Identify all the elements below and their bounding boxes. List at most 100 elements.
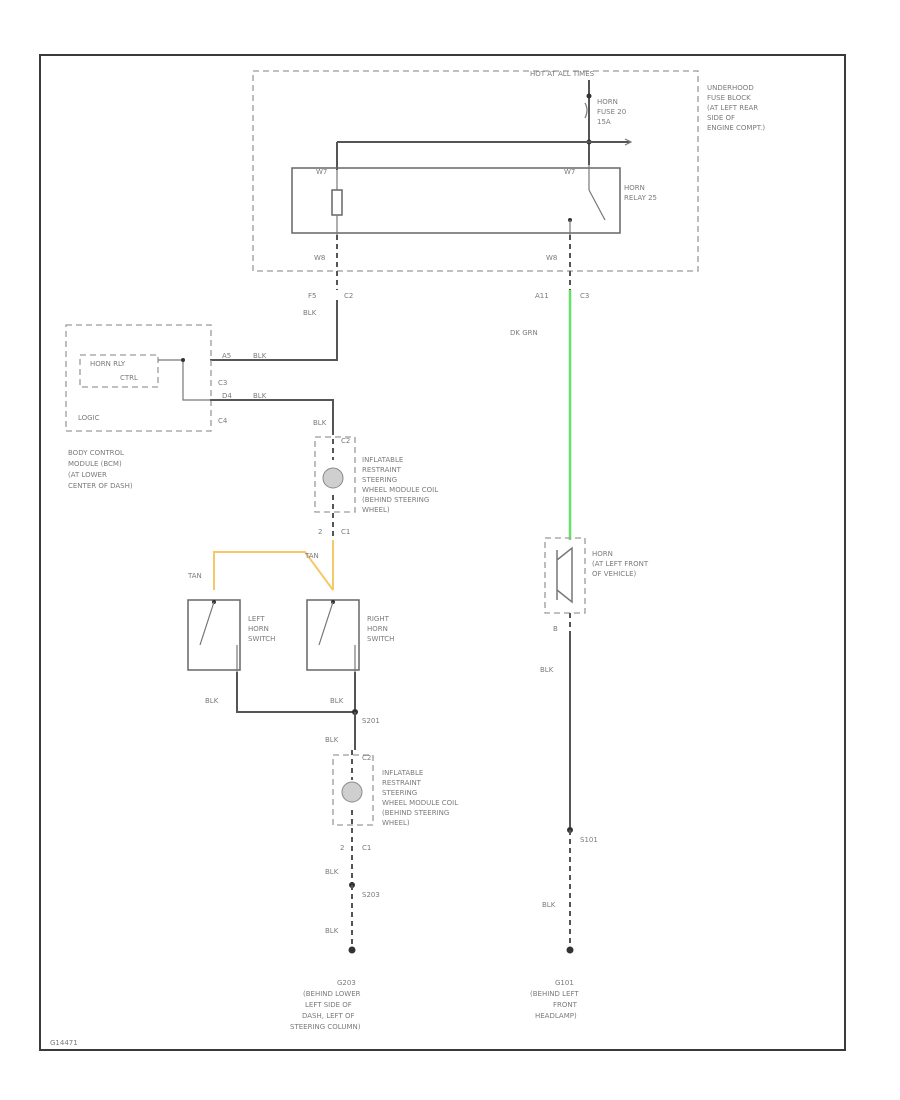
left-horn-switch-box — [187, 599, 241, 671]
coil-bottom-label-6: WHEEL) — [382, 819, 410, 827]
bcm-to-coil-wire — [210, 399, 334, 430]
coil-bottom-wire-in: BLK — [325, 736, 339, 744]
coil-top-label-4: WHEEL MODULE COIL — [362, 486, 438, 494]
tan-wire-left — [213, 551, 334, 591]
coil-bottom-label-4: WHEEL MODULE COIL — [382, 799, 458, 807]
bcm-ctrl-label-2: CTRL — [120, 374, 138, 382]
relay-label-2: RELAY 25 — [624, 194, 657, 202]
bcm-ctrl-label-1: HORN RLY — [90, 360, 126, 368]
relay-label-1: HORN — [624, 184, 645, 192]
coil-top-outline — [314, 436, 356, 513]
horn-pin: B — [553, 625, 558, 633]
relay-pin-left-top: W7 — [316, 168, 327, 176]
connector-left-wire: BLK — [303, 309, 317, 317]
horn-label-1: HORN — [592, 550, 613, 558]
coil-top-pin-out: 2 — [318, 528, 322, 536]
ground-g203-icon — [348, 946, 356, 954]
ground-right-label-1: (BEHIND LEFT — [530, 990, 579, 998]
bcm-outline — [65, 324, 212, 432]
coil-bottom-wire-out: BLK — [325, 868, 339, 876]
hot-at-all-times-label: HOT AT ALL TIMES — [530, 70, 595, 78]
bcm-label-4: CENTER OF DASH) — [68, 482, 133, 490]
coil-bottom-pin-out: 2 — [340, 844, 344, 852]
fuse-label-2: FUSE 20 — [597, 108, 626, 116]
bcm-wire1: BLK — [253, 352, 267, 360]
ground-right-label-2: FRONT — [553, 1001, 578, 1009]
bcm-label-1: BODY CONTROL — [68, 449, 124, 457]
bcm-feed-wire — [210, 300, 338, 361]
horn-icon — [556, 546, 573, 604]
connector-left-conn: C2 — [344, 292, 353, 300]
fuse-label-1: HORN — [597, 98, 618, 106]
fuse-block-label-2: FUSE BLOCK — [707, 94, 751, 102]
coil-top-conn: C2 — [341, 437, 350, 445]
bcm-pin2: D4 — [222, 392, 232, 400]
arrow-right-icon — [624, 138, 633, 146]
left-switch-label-2: HORN — [248, 625, 269, 633]
coil-top-label-6: WHEEL) — [362, 506, 390, 514]
coil-bottom-label-2: RESTRAINT — [382, 779, 422, 787]
horn-label-3: OF VEHICLE) — [592, 570, 637, 578]
relay-switch-icon — [588, 189, 606, 221]
horn-relay-box — [291, 167, 621, 234]
splice-s203-label: S203 — [362, 891, 380, 899]
bcm-internal-wire — [158, 359, 210, 401]
coil-top-label-3: STEERING — [362, 476, 397, 484]
fuse-label-3: 15A — [597, 118, 611, 126]
left-switch-ground-wire — [236, 672, 355, 713]
coil-top-conn-out: C1 — [341, 528, 350, 536]
ground-left-label-1: (BEHIND LOWER — [303, 990, 361, 998]
ground-left-label-4: STEERING COLUMN) — [290, 1023, 361, 1031]
fuse-icon — [584, 102, 588, 119]
ground-left-label-2: LEFT SIDE OF — [305, 1001, 352, 1009]
bcm-label-3: (AT LOWER — [68, 471, 107, 479]
left-switch-label-1: LEFT — [248, 615, 265, 623]
bcm-logic-label: LOGIC — [78, 414, 100, 422]
fuse-block-outline — [252, 70, 699, 272]
coil-top-icon — [322, 467, 344, 489]
left-switch-label-3: SWITCH — [248, 635, 275, 643]
relay-coil-icon — [331, 189, 343, 216]
tan-left-label: TAN — [187, 572, 202, 580]
fuse-top-node — [586, 93, 592, 99]
ground-g101-icon — [566, 946, 574, 954]
horn-label-2: (AT LEFT FRONT — [592, 560, 649, 568]
coil-top-label-5: (BEHIND STEERING — [362, 496, 429, 504]
horn-wire: BLK — [540, 666, 554, 674]
bcm-conn-mid: C3 — [218, 379, 227, 387]
coil-bottom-conn: C2 — [362, 754, 371, 762]
fuse-block-label-1: UNDERHOOD — [707, 84, 754, 92]
right-switch-label-1: RIGHT — [367, 615, 390, 623]
bcm-label-2: MODULE (BCM) — [68, 460, 122, 468]
coil-bottom-label-1: INFLATABLE — [382, 769, 423, 777]
ground-left-label-3: DASH, LEFT OF — [302, 1012, 354, 1020]
bcm-ctrl-box — [79, 354, 159, 388]
bcm-wire2: BLK — [253, 392, 267, 400]
coil-bottom-icon — [341, 781, 363, 803]
connector-left-pin: F5 — [308, 292, 316, 300]
splice-s201-label: S201 — [362, 717, 380, 725]
right-switch-label-2: HORN — [367, 625, 388, 633]
relay-pin-right-bottom: W8 — [546, 254, 557, 262]
relay-pin-left-bottom: W8 — [314, 254, 325, 262]
coil-top-label-2: RESTRAINT — [362, 466, 402, 474]
bcm-internal-node — [181, 358, 185, 362]
connector-right-conn: C3 — [580, 292, 589, 300]
ground-right-id: G101 — [555, 979, 574, 987]
right-switch-icon — [318, 601, 334, 646]
relay-pin-right-top: W7 — [564, 168, 575, 176]
switch-left-wire: BLK — [205, 697, 219, 705]
horn-outline — [544, 537, 586, 614]
fuse-block-label-3: (AT LEFT REAR — [707, 104, 758, 112]
figure-id: G14471 — [50, 1039, 78, 1047]
right-switch-label-3: SWITCH — [367, 635, 394, 643]
connector-right-wire: DK GRN — [510, 329, 538, 337]
connector-right-pin: A11 — [535, 292, 549, 300]
coil-bottom-label-3: STEERING — [382, 789, 417, 797]
bcm-conn-bot: C4 — [218, 417, 228, 425]
left-switch-icon — [199, 601, 215, 646]
horn-wire-ground: BLK — [542, 901, 556, 909]
switch-right-wire: BLK — [330, 697, 344, 705]
fuse-block-label-4: SIDE OF — [707, 114, 735, 122]
